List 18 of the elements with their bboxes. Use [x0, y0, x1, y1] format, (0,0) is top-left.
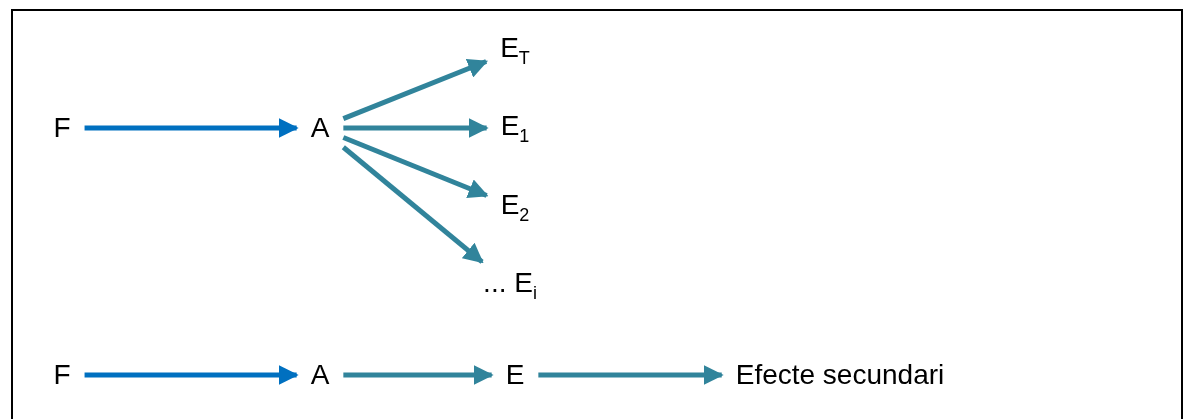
arrow [538, 365, 724, 385]
arrow [342, 58, 488, 121]
node-label: E$_{2}$ [486, 183, 544, 231]
arrow [342, 135, 489, 198]
arrow [84, 365, 299, 385]
node-label: E$_{1}$ [486, 104, 544, 152]
arrow [84, 118, 299, 138]
node-label: A [296, 354, 344, 396]
node-label: E$_{T}$ [486, 26, 544, 74]
arrow [343, 365, 494, 385]
node-label: ... E$_{i}$ [469, 261, 551, 309]
node-label: A [296, 107, 344, 149]
node-label: E [491, 354, 539, 396]
arrow [343, 118, 489, 138]
arrow [341, 145, 484, 264]
node-label: F [39, 107, 85, 149]
node-label: Efecte secundari [721, 354, 959, 396]
node-label: F [39, 354, 85, 396]
